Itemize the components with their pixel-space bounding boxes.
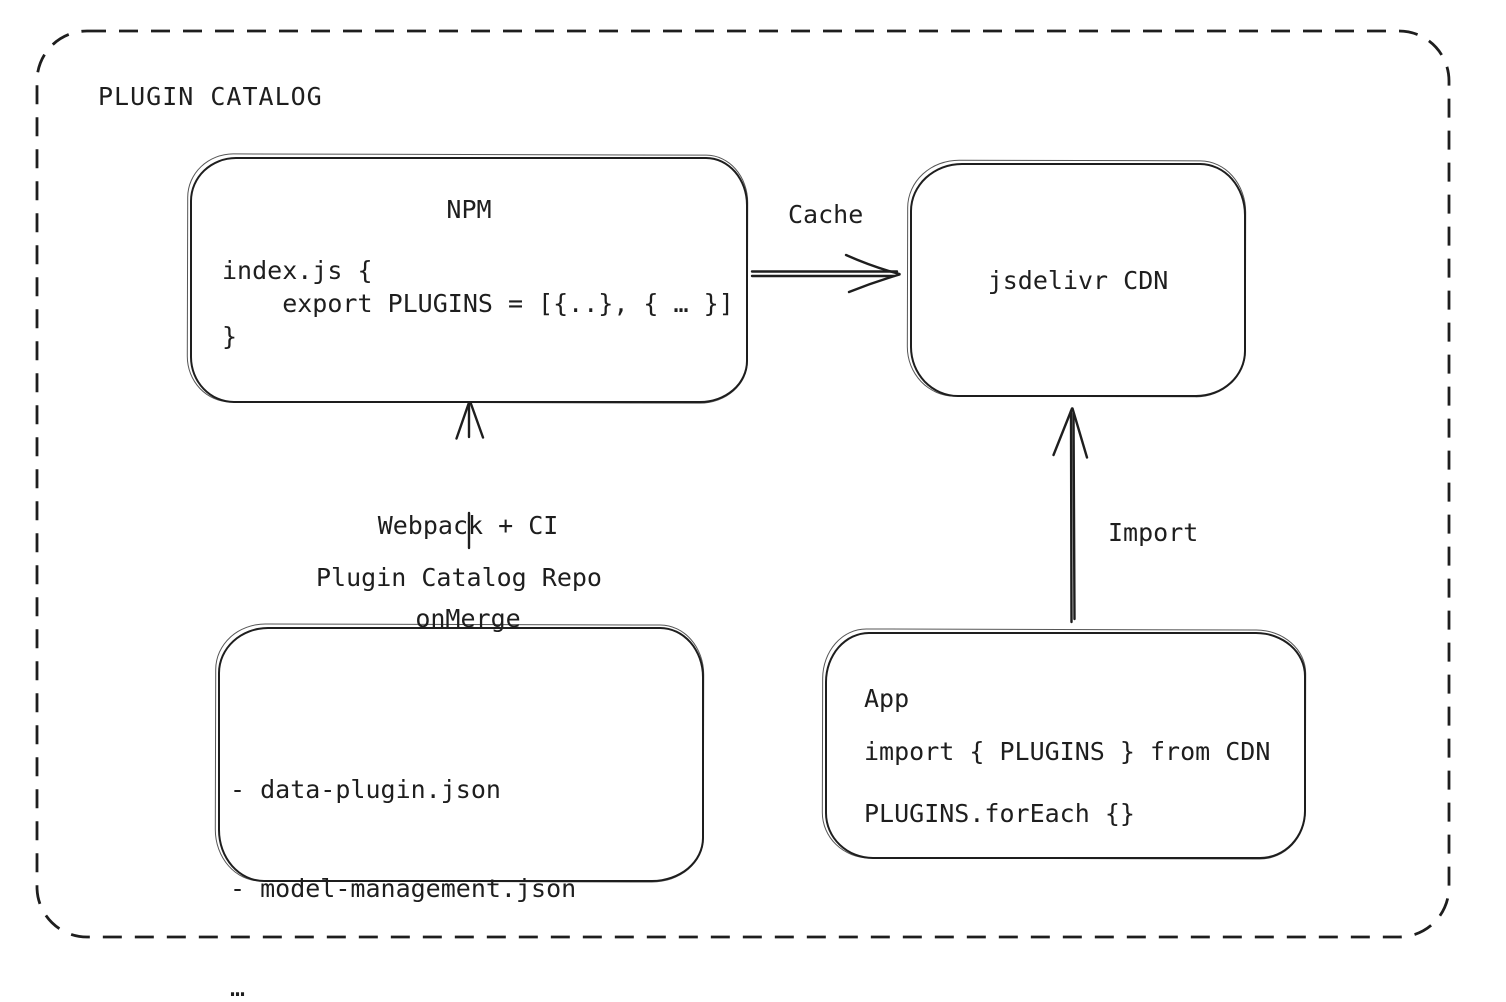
repo-file-item: - data-plugin.json (230, 775, 501, 804)
npm-node-code: index.js { export PLUGINS = [{..}, { … }… (222, 256, 734, 351)
app-code-foreach: PLUGINS.forEach {} (864, 799, 1135, 828)
cdn-node-label: jsdelivr CDN (987, 265, 1169, 295)
diagram-title: PLUGIN CATALOG (98, 82, 323, 111)
cache-arrow-label: Cache (788, 200, 864, 229)
build-arrow-label-line1: Webpack + CI (377, 511, 559, 540)
repo-file-list: - data-plugin.json - model-management.js… (230, 707, 576, 1002)
cdn-node: jsdelivr CDN (910, 163, 1246, 397)
repo-file-item: - model-management.json (230, 874, 577, 903)
app-node: App import { PLUGINS } from CDN PLUGINS.… (825, 632, 1306, 859)
npm-node: NPM index.js { export PLUGINS = [{..}, {… (190, 157, 748, 403)
repo-node: - data-plugin.json - model-management.js… (218, 627, 704, 1002)
import-arrow-label: Import (1108, 518, 1199, 547)
app-node-title: App (864, 684, 910, 713)
import-arrow (1052, 407, 1089, 624)
build-arrow-label: Webpack + CI onMerge (318, 448, 618, 696)
app-code-import: import { PLUGINS } from CDN (864, 737, 1271, 766)
cache-arrow (750, 253, 901, 294)
build-arrow-label-line2: onMerge (415, 604, 521, 633)
npm-node-title: NPM (446, 195, 492, 224)
repo-node-heading: Plugin Catalog Repo (316, 563, 602, 592)
repo-file-item: … (230, 973, 246, 1002)
